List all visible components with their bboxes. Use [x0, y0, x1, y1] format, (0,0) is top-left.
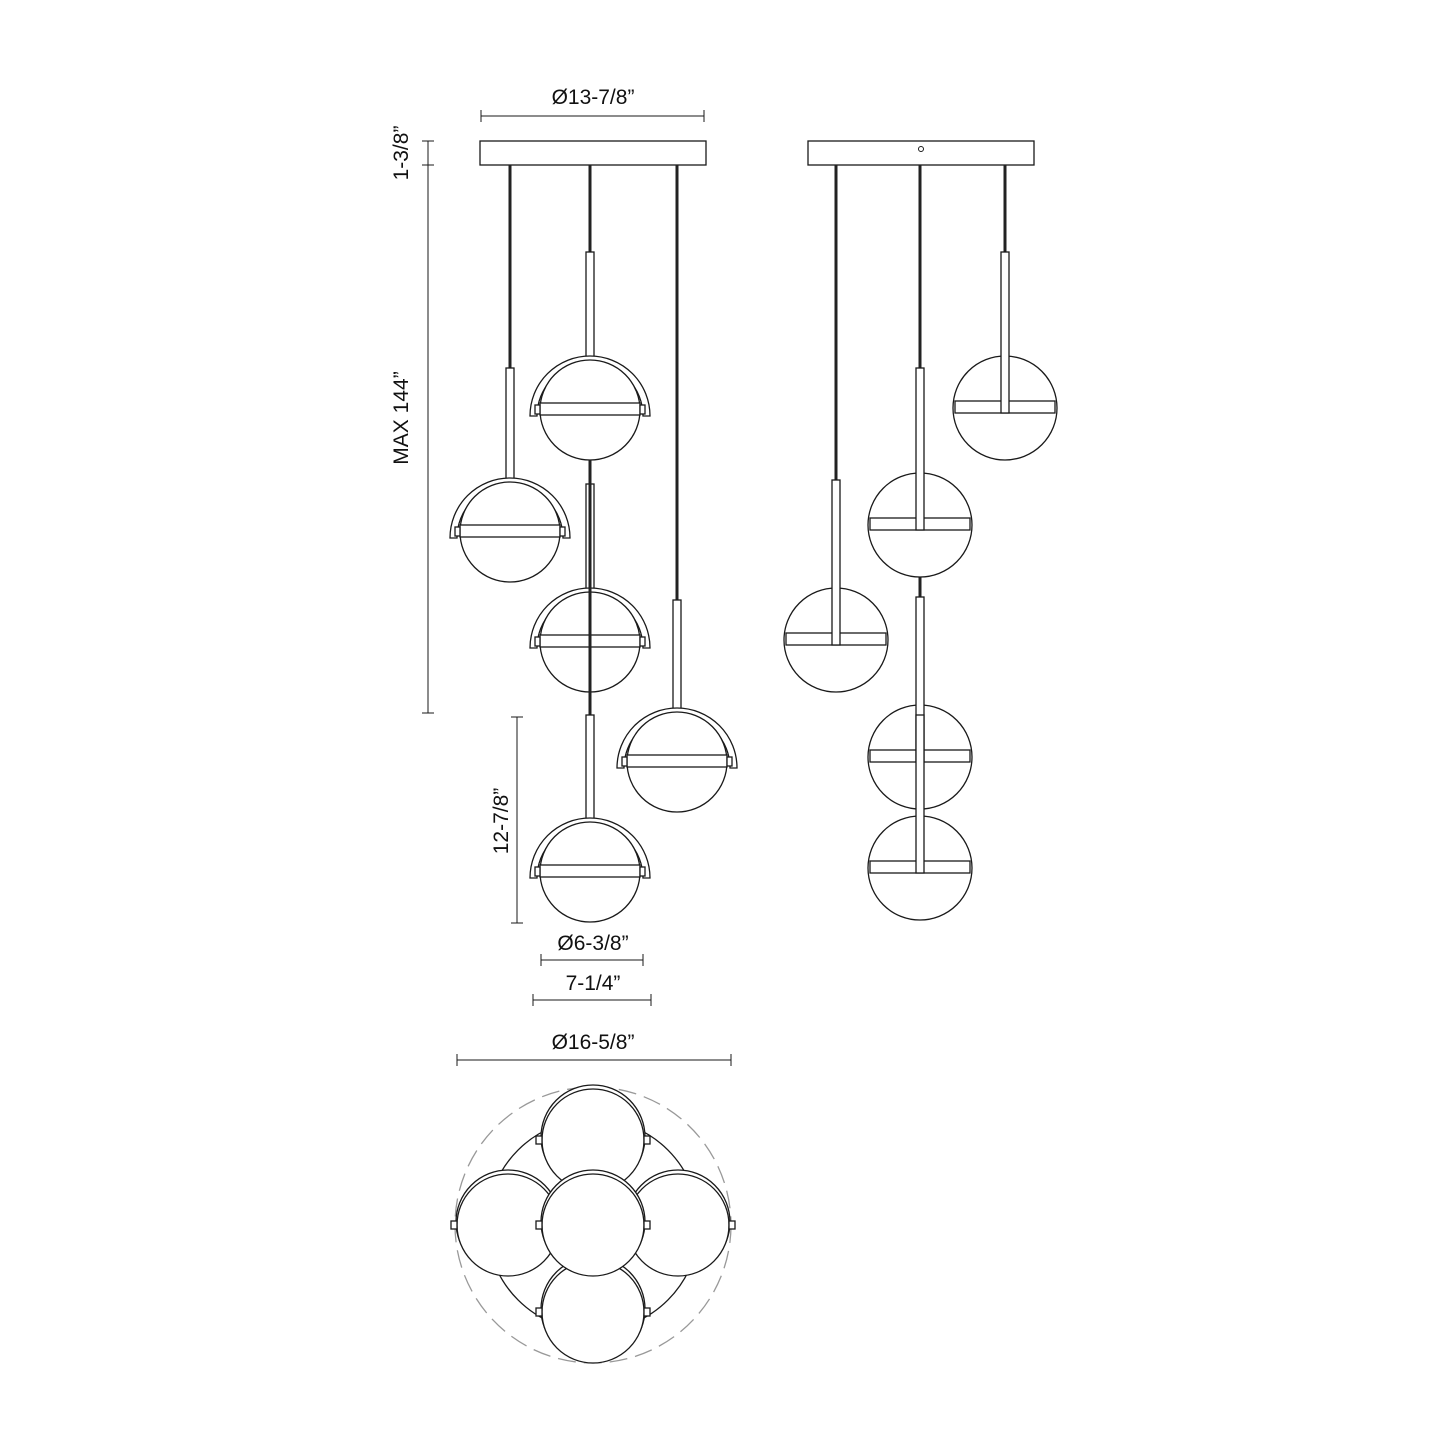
side-view: [783, 140, 1058, 921]
plan-view: [450, 1084, 736, 1364]
globe: [541, 1173, 645, 1277]
dim-pendant-height: 12-7/8”: [490, 788, 513, 855]
pivot: [643, 1307, 651, 1317]
globe-band: [459, 524, 561, 538]
rod: [915, 714, 925, 874]
globe-band: [626, 754, 728, 768]
rod: [585, 251, 595, 359]
dim-globe-diameter: Ø6-3/8”: [557, 932, 628, 955]
pivot: [535, 1307, 543, 1317]
dim-overall-diameter: Ø16-5/8”: [552, 1031, 635, 1054]
pivot: [728, 1220, 736, 1230]
pivot: [639, 636, 646, 647]
rod: [831, 479, 841, 646]
pivot: [534, 866, 541, 877]
pivot: [535, 1220, 543, 1230]
rod: [1000, 251, 1010, 414]
dim-pendant-width: 7-1/4”: [566, 972, 621, 995]
pivot: [559, 526, 566, 537]
rod: [672, 599, 682, 711]
pivot: [450, 1220, 458, 1230]
pivot: [643, 1135, 651, 1145]
pivot: [454, 526, 461, 537]
pivot: [535, 1135, 543, 1145]
globe-band: [539, 402, 641, 416]
pivot: [534, 636, 541, 647]
dim-canopy-diameter: Ø13-7/8”: [552, 86, 635, 109]
pivot: [639, 404, 646, 415]
pivot: [726, 756, 733, 767]
pivot: [621, 756, 628, 767]
rod: [505, 367, 515, 481]
front-view: [449, 140, 738, 923]
pivot: [643, 1220, 651, 1230]
rod: [915, 367, 925, 531]
canopy: [807, 140, 1035, 166]
dim-canopy-height: 1-3/8”: [390, 126, 413, 181]
rod: [585, 714, 595, 821]
pivot: [534, 404, 541, 415]
canopy: [479, 140, 707, 166]
pivot: [639, 866, 646, 877]
dim-max-height: MAX 144”: [390, 371, 413, 464]
dimension-lines: [422, 110, 732, 1066]
screw: [918, 146, 924, 152]
globe-band: [539, 864, 641, 878]
